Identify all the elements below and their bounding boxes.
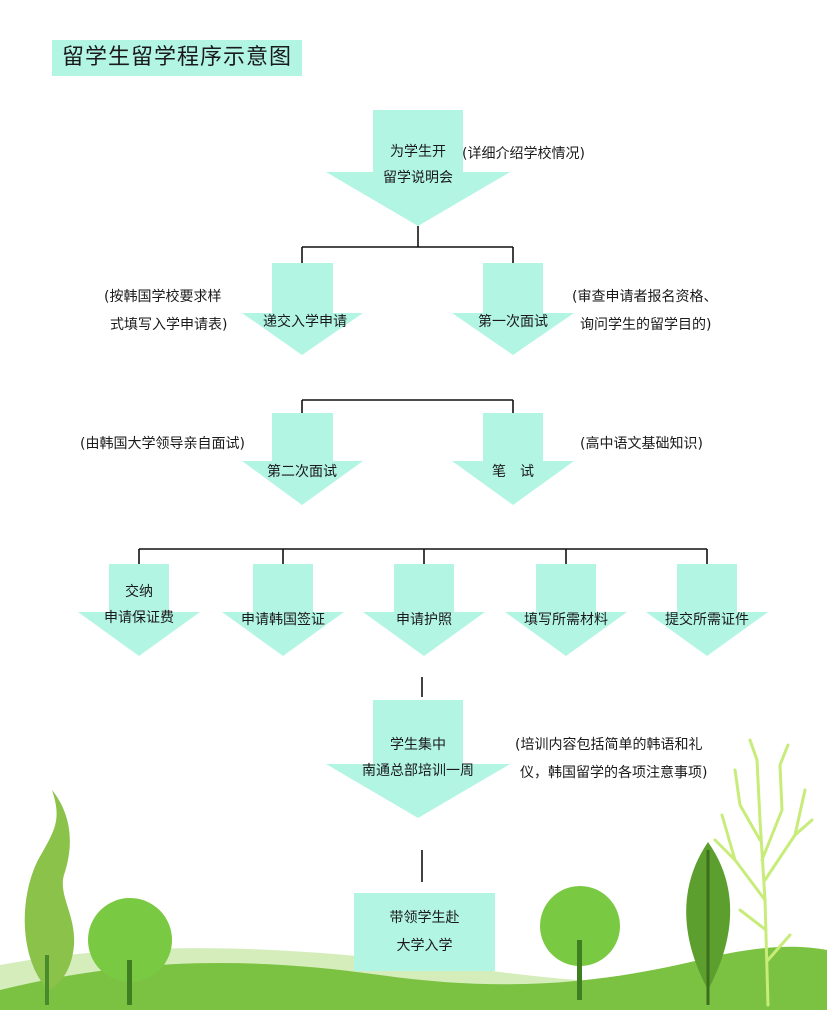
step-pay-deposit-line2: 申请保证费: [104, 610, 174, 626]
step-submit-documents: 提交所需证件: [652, 606, 762, 634]
step-training: 学生集中 南通总部培训一周: [338, 730, 498, 786]
step-pay-deposit: 交纳 申请保证费: [89, 578, 189, 632]
step-second-interview: 第二次面试: [252, 458, 352, 486]
step-apply-visa: 申请韩国签证: [228, 606, 338, 634]
step-enrollment: 带领学生赴 大学入学: [354, 893, 495, 971]
note-submit-application-1: (按韩国学校要求样: [104, 289, 222, 305]
note-written-exam: (高中语文基础知识): [580, 436, 703, 452]
connectors: [138, 226, 708, 882]
arrow-s4-4: [505, 564, 627, 656]
step-second-interview-label: 第二次面试: [267, 464, 337, 480]
branch-tree: [713, 738, 814, 1007]
round-tree-left: [88, 898, 172, 982]
note-first-interview-1: (审查申请者报名资格、: [572, 289, 718, 305]
note-submit-application-2: 式填写入学申请表): [110, 317, 228, 333]
step-written-exam: 笔 试: [463, 458, 563, 486]
step-info-session-line1: 为学生开: [390, 144, 446, 160]
note-info-session: (详细介绍学校情况): [462, 146, 585, 162]
step-info-session-line2: 留学说明会: [383, 170, 453, 186]
arrow-s3a: [242, 413, 363, 505]
arrow-s4-1: [78, 564, 200, 656]
step-fill-materials-label: 填写所需材料: [524, 612, 608, 628]
arrow-s2b: [452, 263, 574, 355]
ground-hill: [0, 946, 827, 1010]
arrow-s5: [326, 700, 510, 818]
note-training-1: (培训内容包括简单的韩语和礼: [515, 737, 703, 753]
diagram-title: 留学生留学程序示意图: [52, 40, 302, 76]
flame-tree: [24, 790, 75, 990]
step-first-interview-label: 第一次面试: [478, 314, 548, 330]
arrow-s1: [326, 110, 510, 226]
arrow-s2a: [242, 263, 363, 355]
note-training-2: 仪，韩国留学的各项注意事项): [520, 765, 708, 781]
note-first-interview-2: 询问学生的留学目的): [580, 317, 712, 333]
step-enrollment-line1: 带领学生赴: [389, 910, 460, 926]
round-tree-left-trunk: [127, 960, 132, 1005]
step-written-exam-label: 笔 试: [492, 464, 534, 480]
step-enrollment-line2: 大学入学: [396, 938, 453, 954]
step-training-line2: 南通总部培训一周: [362, 763, 474, 779]
note-second-interview: (由韩国大学领导亲自面试): [80, 436, 245, 452]
step-submit-documents-label: 提交所需证件: [665, 612, 749, 628]
arrow-s3b: [452, 413, 574, 505]
round-tree-right: [540, 886, 620, 966]
arrow-shapes: [78, 110, 768, 818]
arrow-s4-5: [646, 564, 768, 656]
step-info-session: 为学生开 留学说明会: [368, 133, 468, 197]
step-first-interview: 第一次面试: [463, 308, 563, 336]
flame-tree-trunk: [45, 955, 49, 1005]
step-pay-deposit-line1: 交纳: [125, 584, 153, 600]
arrow-s4-2: [222, 564, 344, 656]
step-submit-application: 递交入学申请: [250, 308, 360, 336]
step-apply-passport: 申请护照: [374, 606, 474, 634]
step-apply-passport-label: 申请护照: [396, 612, 452, 628]
step-fill-materials: 填写所需材料: [511, 606, 621, 634]
arrow-s4-3: [363, 564, 485, 656]
step-training-line1: 学生集中: [390, 737, 446, 753]
step-submit-application-label: 递交入学申请: [263, 314, 347, 330]
round-tree-right-trunk: [577, 940, 582, 1000]
step-apply-visa-label: 申请韩国签证: [241, 612, 325, 628]
